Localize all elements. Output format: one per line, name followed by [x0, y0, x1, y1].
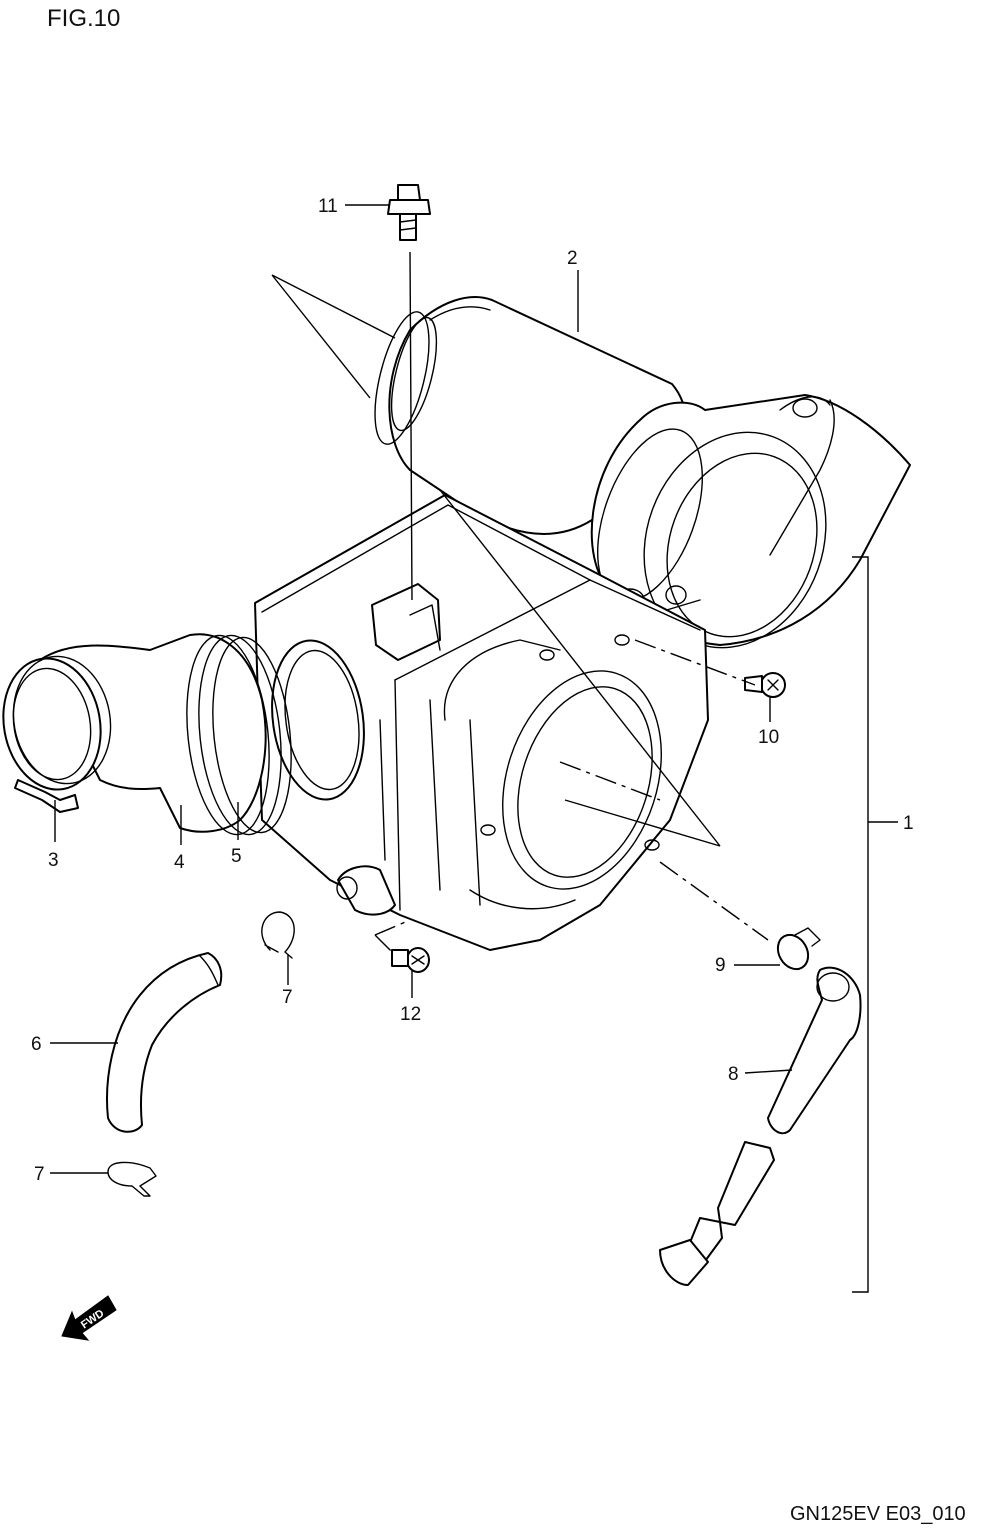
fwd-arrow-icon: FWD [61, 1295, 117, 1341]
hose-clamp-upper-part [261, 911, 295, 959]
callout-5: 5 [231, 846, 242, 867]
drawing-code: GN125EV E03_010 [790, 1503, 966, 1525]
assembly-bracket-1 [852, 556, 898, 1293]
intake-tube-part [2, 633, 292, 836]
assembly-lines [271, 251, 769, 953]
bolt-11-part [387, 184, 431, 241]
screw-12-part [391, 947, 430, 973]
callout-2: 2 [567, 248, 578, 269]
hose-clamp-lower-part [107, 1161, 157, 1197]
callout-4: 4 [174, 852, 185, 873]
callout-7-upper: 7 [282, 987, 293, 1008]
callout-3: 3 [48, 850, 59, 871]
screw-10-part [744, 672, 786, 698]
callout-11: 11 [318, 196, 338, 217]
callout-6: 6 [31, 1034, 42, 1055]
breather-hose-part [106, 952, 223, 1133]
callout-leaders [50, 204, 793, 1174]
callout-8: 8 [728, 1064, 739, 1085]
figure-title: FIG.10 [47, 5, 120, 32]
air-cleaner-box-part [254, 494, 709, 951]
callout-7-lower: 7 [34, 1164, 45, 1185]
drain-clamp-part [776, 927, 821, 971]
callout-9: 9 [715, 955, 726, 976]
callout-12: 12 [400, 1004, 421, 1025]
callout-1: 1 [903, 813, 914, 834]
callout-10: 10 [758, 727, 779, 748]
drain-hose-part [659, 966, 862, 1286]
